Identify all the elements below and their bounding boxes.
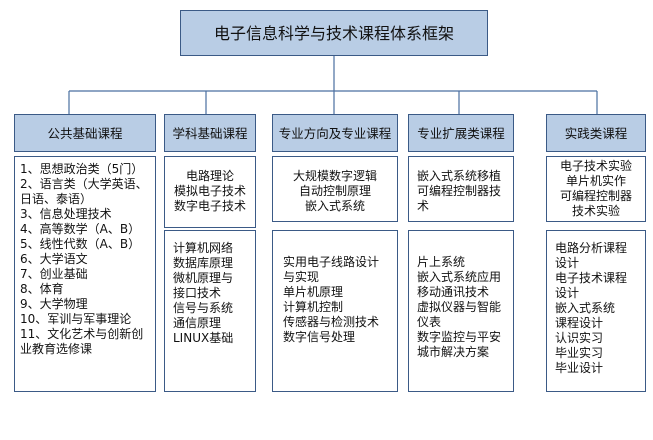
- course-item: 设计: [555, 256, 580, 270]
- course-item: 模拟电子技术: [173, 184, 246, 198]
- course-item: 虚拟仪器与智能: [417, 300, 502, 314]
- course-item: 通信原理: [173, 316, 222, 330]
- course-item: 大规模数字逻辑: [292, 169, 377, 183]
- course-item: 电子技术实验: [559, 159, 632, 173]
- course-item: 术: [417, 199, 430, 213]
- course-item: 电路理论: [185, 169, 234, 183]
- course-item: 传感器与检测技术: [283, 315, 380, 329]
- root-title: 电子信息科学与技术课程体系框架: [213, 23, 454, 43]
- course-group-major-core: 大规模数字逻辑 自动控制原理 嵌入式系统: [272, 156, 398, 222]
- course-item: 城市解决方案: [417, 345, 490, 359]
- course-item: 数字信号处理: [283, 330, 356, 344]
- course-item: 10、军训与军事理论: [20, 312, 132, 326]
- course-item: 电子技术课程: [555, 271, 628, 285]
- category-header-major-direction: 专业方向及专业课程: [272, 114, 398, 152]
- course-item: 11、文化艺术与创新创: [20, 327, 144, 341]
- course-item: 接口技术: [173, 286, 222, 300]
- course-item: 数字电子技术: [173, 199, 246, 213]
- course-item: 9、大学物理: [20, 297, 88, 311]
- course-item: 微机原理与: [173, 271, 234, 285]
- course-item: 与实现: [283, 270, 320, 284]
- course-item: 自动控制原理: [298, 184, 371, 198]
- course-item: 技术实验: [571, 204, 620, 218]
- course-item: 片上系统: [417, 255, 466, 269]
- course-item: 课程设计: [555, 316, 604, 330]
- course-item: 5、线性代数（A、B）: [20, 237, 141, 251]
- course-group-practice-labs: 电子技术实验 单片机实作 可编程控制器 技术实验: [546, 156, 646, 222]
- course-item: 设计: [555, 286, 580, 300]
- course-item: 6、大学语文: [20, 252, 88, 266]
- course-item: 数字监控与平安: [417, 330, 502, 344]
- course-item: 4、高等数学（A、B）: [20, 222, 141, 236]
- course-item: 日语、泰语）: [20, 192, 93, 206]
- course-item: 认识实习: [555, 331, 604, 345]
- course-item: 3、信息处理技术: [20, 207, 112, 221]
- root-title-box: 电子信息科学与技术课程体系框架: [180, 10, 488, 56]
- course-item: 数据库原理: [173, 256, 234, 270]
- course-group-major-extended: 实用电子线路设计 与实现 单片机原理 计算机控制 传感器与检测技术 数字信号处理: [272, 230, 398, 392]
- course-group-extension-core: 嵌入式系统移植 可编程控制器技 术: [408, 156, 514, 222]
- category-header-public-basics: 公共基础课程: [14, 114, 156, 152]
- category-header-discipline-basics: 学科基础课程: [164, 114, 256, 152]
- course-item: 单片机实作: [565, 174, 626, 188]
- course-item: 移动通讯技术: [417, 285, 490, 299]
- course-item: LINUX基础: [173, 331, 234, 345]
- course-item: 毕业设计: [555, 361, 604, 375]
- category-header-practice: 实践类课程: [546, 114, 646, 152]
- course-item: 7、创业基础: [20, 267, 88, 281]
- course-item: 仪表: [417, 315, 442, 329]
- course-item: 信号与系统: [173, 301, 234, 315]
- course-item: 单片机原理: [283, 285, 344, 299]
- course-group-discipline-extended: 计算机网络 数据库原理 微机原理与 接口技术 信号与系统 通信原理 LINUX基…: [164, 230, 256, 392]
- course-group-discipline-core: 电路理论 模拟电子技术 数字电子技术: [164, 156, 256, 228]
- course-item: 2、语言类（大学英语、: [20, 177, 148, 191]
- course-group-practice-projects: 电路分析课程 设计 电子技术课程 设计 嵌入式系统 课程设计 认识实习 毕业实习…: [546, 230, 646, 392]
- course-item: 电路分析课程: [555, 241, 628, 255]
- course-item: 嵌入式系统: [555, 301, 616, 315]
- course-item: 8、体育: [20, 282, 64, 296]
- course-item: 实用电子线路设计: [283, 255, 380, 269]
- course-item: 1、思想政治类（5门）: [20, 162, 144, 176]
- course-item: 计算机控制: [283, 300, 344, 314]
- course-item: 毕业实习: [555, 346, 604, 360]
- category-header-major-extension: 专业扩展类课程: [408, 114, 514, 152]
- course-list-public-basics: 1、思想政治类（5门） 2、语言类（大学英语、 日语、泰语） 3、信息处理技术 …: [14, 156, 156, 392]
- course-item: 嵌入式系统: [304, 199, 365, 213]
- course-item: 业教育选修课: [20, 342, 93, 356]
- course-item: 可编程控制器技: [417, 184, 502, 198]
- course-group-extension-extended: 片上系统 嵌入式系统应用 移动通讯技术 虚拟仪器与智能 仪表 数字监控与平安 城…: [408, 230, 514, 392]
- course-item: 嵌入式系统应用: [417, 270, 502, 284]
- course-item: 可编程控制器: [559, 189, 632, 203]
- course-item: 嵌入式系统移植: [417, 169, 502, 183]
- course-item: 计算机网络: [173, 241, 234, 255]
